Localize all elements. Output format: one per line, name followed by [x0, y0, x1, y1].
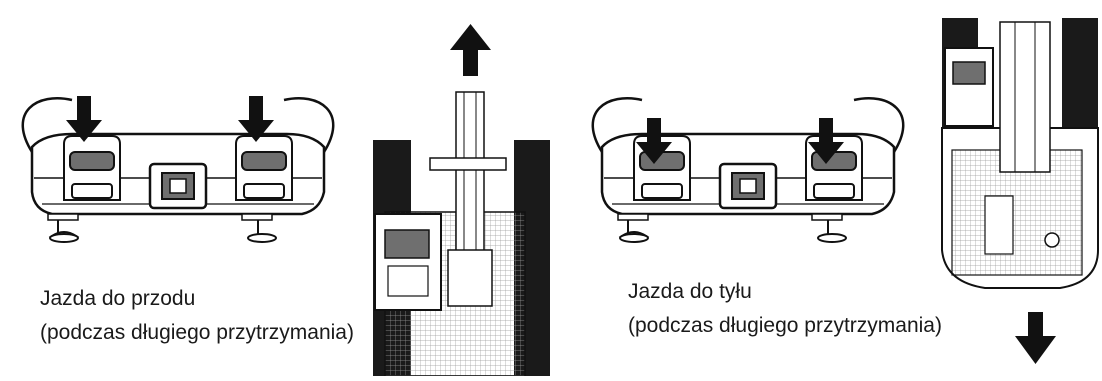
arrow-forward-icon: [450, 24, 491, 76]
caption-forward-line1: Jazda do przodu: [40, 287, 196, 310]
caption-forward-line2: (podczas długiego przytrzymania): [40, 321, 354, 344]
controller-forward: [21, 97, 335, 244]
controller-reverse: [591, 97, 905, 244]
caption-reverse-line1: Jazda do tyłu: [628, 280, 752, 303]
vehicle-reverse: [941, 18, 1099, 289]
vehicle-forward: [373, 91, 550, 377]
arrow-reverse-icon: [1015, 312, 1056, 364]
caption-reverse-line2: (podczas długiego przytrzymania): [628, 314, 942, 337]
